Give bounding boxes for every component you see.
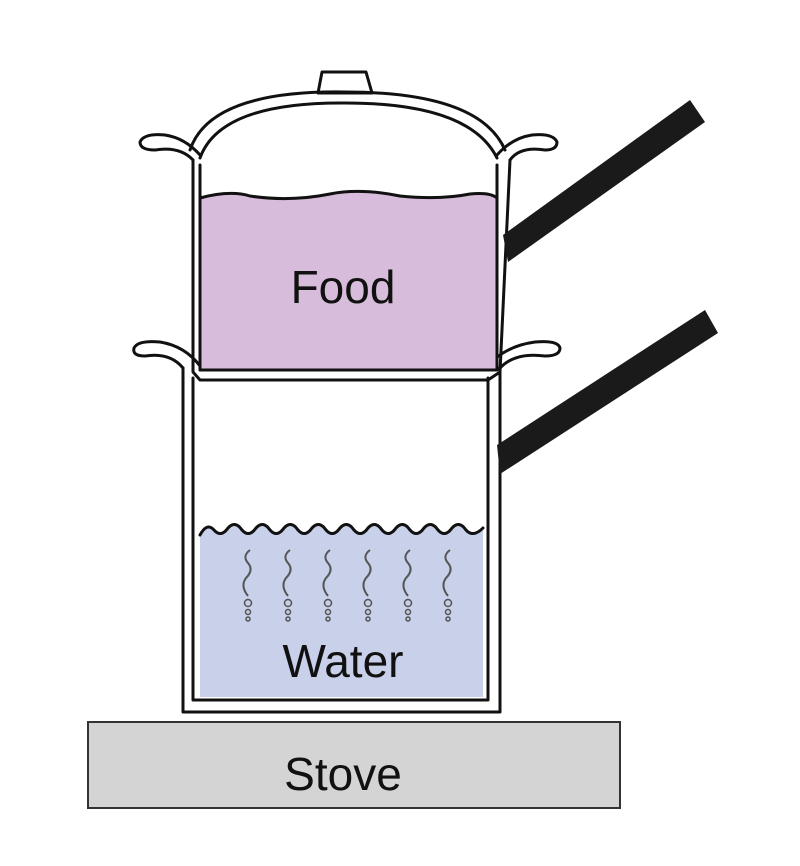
upper-pot: Food (138, 100, 705, 382)
bubble (285, 616, 291, 622)
lid-knob (316, 70, 374, 95)
stove-label: Stove (284, 748, 402, 800)
bubble (444, 608, 452, 616)
bubble (243, 598, 253, 608)
bubble (283, 598, 293, 608)
bubble (325, 616, 331, 622)
lower-pot (132, 310, 718, 714)
bubble (403, 598, 413, 608)
lid (188, 70, 507, 160)
lower-pot-left-handle (132, 340, 202, 370)
bubble (404, 608, 412, 616)
lid-inner-arc (198, 101, 499, 160)
lower-pot-outer-wall (181, 366, 502, 714)
bubble (244, 608, 252, 616)
steam-bubbles (242, 549, 453, 622)
stove-top (87, 721, 621, 809)
bubble (365, 616, 371, 622)
bubble (245, 616, 251, 622)
water-label: Water (283, 635, 404, 687)
bubble (405, 616, 411, 622)
steam-squiggle (282, 549, 292, 597)
steam-squiggle (402, 549, 412, 597)
steam-squiggle (242, 549, 252, 597)
bubble (443, 598, 453, 608)
bubble (324, 608, 332, 616)
upper-pot-left-handle (138, 133, 202, 162)
upper-pot-outer-wall (191, 158, 512, 382)
bubble (364, 608, 372, 616)
upper-pot-right-handle (495, 133, 559, 162)
steam-squiggle (322, 549, 332, 597)
water-surface (198, 523, 485, 537)
steam-squiggle (362, 549, 372, 597)
lower-pot-right-handle (486, 340, 562, 370)
lid-outer-arc (188, 90, 507, 152)
bubble (323, 598, 333, 608)
food (200, 191, 497, 370)
upper-pot-long-handle (503, 100, 705, 262)
lower-pot-inner-wall (191, 376, 490, 702)
bubble (445, 616, 451, 622)
steam-squiggle (442, 549, 452, 597)
upper-pot-inner-wall (198, 163, 499, 372)
food-label: Food (291, 261, 396, 313)
water (200, 524, 483, 697)
food-surface (198, 189, 499, 201)
lower-pot-long-handle (497, 310, 718, 474)
bubble (284, 608, 292, 616)
stove: Stove (87, 721, 621, 809)
bubble (363, 598, 373, 608)
